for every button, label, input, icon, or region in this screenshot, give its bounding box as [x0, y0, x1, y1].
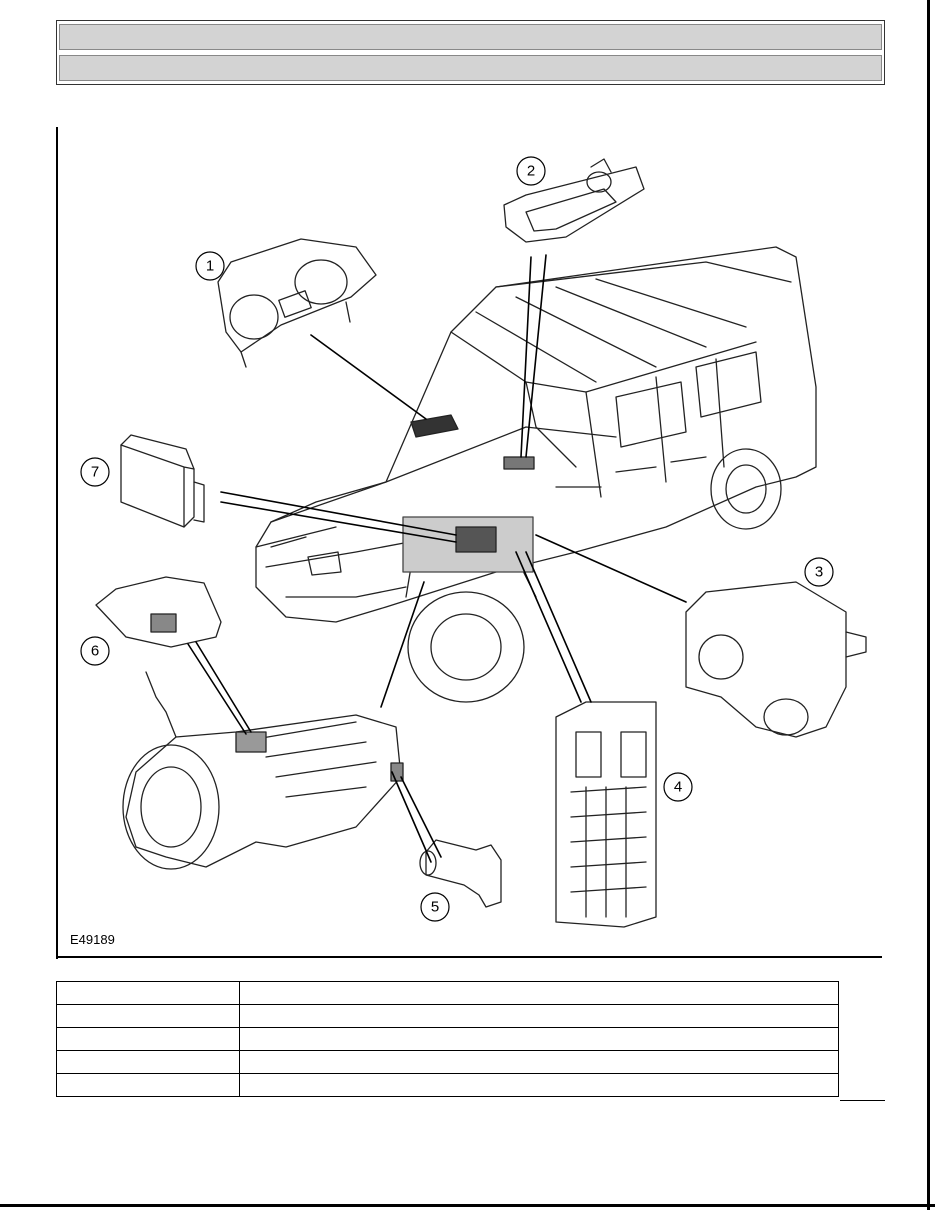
component-location-illustration: 1 2 3 4 5 6 7 [80, 156, 867, 928]
transmission-illustration [122, 671, 404, 870]
table-cell-item [56, 1050, 240, 1074]
callout-circle-4 [663, 772, 693, 802]
callout-number-3: 3 [815, 564, 823, 581]
callout-number-4: 4 [674, 779, 682, 796]
callout-circle-3 [804, 557, 834, 587]
table-cell-item [56, 1073, 240, 1097]
table-row [56, 1004, 839, 1028]
junction-box-illustration [555, 701, 657, 928]
page-border-right [927, 0, 930, 1210]
callout-circle-5 [420, 892, 450, 922]
control-module-7-illustration [120, 434, 205, 528]
callout-number-2: 2 [527, 163, 535, 180]
table-cell-item [56, 981, 240, 1005]
speed-sensor-illustration [419, 839, 502, 908]
table-row [56, 981, 839, 1005]
callout-number-5: 5 [431, 899, 439, 916]
table-row [56, 1027, 839, 1051]
table-cell-description [239, 1027, 839, 1051]
gear-selector-illustration [503, 158, 645, 243]
callout-circle-7 [80, 457, 110, 487]
figure-left-border [56, 127, 58, 959]
control-module-6-illustration [95, 576, 222, 648]
table-row [56, 1050, 839, 1074]
figure-bottom-border [56, 956, 882, 958]
callout-number-1: 1 [206, 258, 214, 275]
table-cell-description [239, 1004, 839, 1028]
page-header [56, 20, 885, 85]
table-bottom-rule [840, 1100, 885, 1101]
header-subtitle-bar [59, 55, 882, 81]
table-cell-description [239, 981, 839, 1005]
figure-id-label: E49189 [70, 932, 115, 947]
key-table [56, 981, 839, 1097]
table-cell-description [239, 1050, 839, 1074]
callout-circle-6 [80, 636, 110, 666]
table-cell-description [239, 1073, 839, 1097]
transfer-box-illustration [685, 581, 867, 738]
table-row [56, 1073, 839, 1097]
page-border-bottom [0, 1204, 935, 1207]
figure-frame: 1 2 3 4 5 6 7 E49189 [56, 127, 882, 959]
vehicle-illustration [255, 246, 817, 703]
callout-circle-2 [516, 156, 546, 186]
callout-number-6: 6 [91, 643, 99, 660]
table-cell-item [56, 1027, 240, 1051]
table-cell-item [56, 1004, 240, 1028]
leader-lines [187, 254, 687, 863]
callout-circle-1 [195, 251, 225, 281]
header-title-bar [59, 24, 882, 50]
instrument-cluster-illustration [217, 238, 377, 368]
callout-number-7: 7 [91, 464, 99, 481]
